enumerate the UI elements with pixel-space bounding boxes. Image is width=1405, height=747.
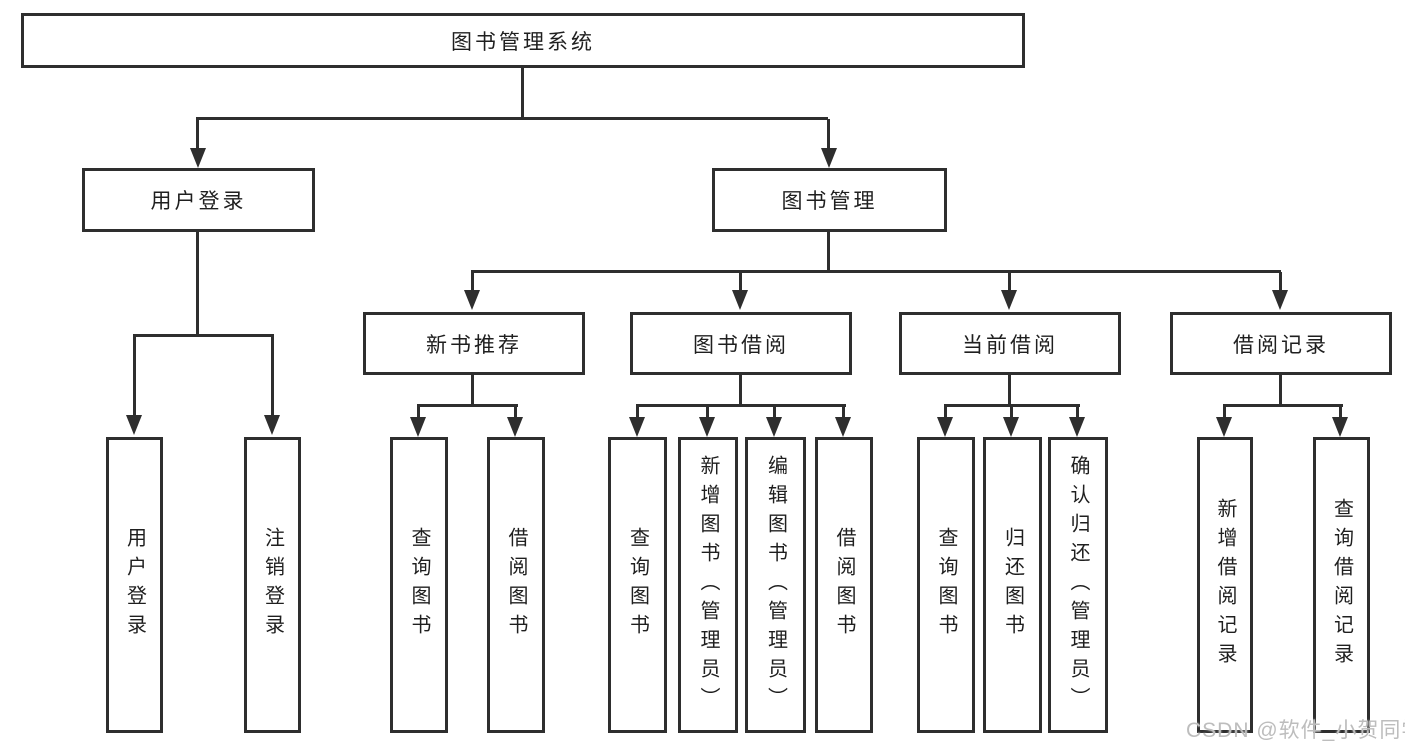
node-library-management-system: 图书管理系统 <box>21 13 1025 68</box>
node-new-book-recommend-label: 新书推荐 <box>426 333 522 357</box>
leaf-return-book-label: 归还图书 <box>1001 527 1024 643</box>
connector-borrow-records-trunk <box>1279 375 1282 406</box>
arrow-down-icon <box>507 417 523 437</box>
node-book-borrow: 图书借阅 <box>630 312 852 375</box>
connector-current-borrow-trunk <box>1008 375 1011 406</box>
connector-to-user-login <box>196 119 199 151</box>
leaf-borrow-books-recommend-label: 借阅图书 <box>505 527 527 643</box>
node-borrow-records: 借阅记录 <box>1170 312 1392 375</box>
arrow-down-icon <box>1003 417 1019 437</box>
leaf-query-books-borrow-label: 查询图书 <box>626 527 649 643</box>
leaf-query-borrow-record-label: 查询借阅记录 <box>1330 498 1353 672</box>
leaf-add-book-admin-label: 新增图书（管理员） <box>697 454 719 716</box>
connector-leaf-stub <box>1339 406 1342 420</box>
node-user-login-label: 用户登录 <box>150 190 247 213</box>
leaf-confirm-return-admin-label: 确认归还（管理员） <box>1067 454 1089 716</box>
connector-root-trunk <box>521 68 524 120</box>
leaf-borrow-books: 借阅图书 <box>815 437 873 733</box>
connector-to-new-book-recommend <box>471 272 474 292</box>
arrow-down-icon <box>699 417 715 437</box>
leaf-edit-book-admin: 编辑图书（管理员） <box>745 437 806 733</box>
connector-book-management-crossbar <box>471 270 1281 273</box>
arrow-down-icon <box>1001 290 1017 310</box>
node-book-management: 图书管理 <box>712 168 947 232</box>
arrow-down-icon <box>126 415 142 435</box>
connector-to-logout-leaf <box>271 336 274 416</box>
connector-leaf-stub <box>417 406 420 420</box>
connector-user-login-trunk <box>196 232 199 337</box>
arrow-down-icon <box>629 417 645 437</box>
leaf-add-borrow-record: 新增借阅记录 <box>1197 437 1253 733</box>
node-book-borrow-label: 图书借阅 <box>693 333 789 357</box>
leaf-logout: 注销登录 <box>244 437 301 733</box>
leaf-user-login: 用户登录 <box>106 437 163 733</box>
arrow-down-icon <box>937 417 953 437</box>
leaf-query-books-recommend-label: 查询图书 <box>408 527 430 643</box>
node-library-management-system-label: 图书管理系统 <box>451 30 595 54</box>
csdn-watermark: CSDN @软件_小贺同学 <box>1186 719 1405 742</box>
node-current-borrow-label: 当前借阅 <box>962 333 1058 357</box>
arrow-down-icon <box>732 290 748 310</box>
connector-leaf-stub <box>1223 406 1226 420</box>
arrow-down-icon <box>264 415 280 435</box>
connector-leaf-stub <box>514 406 517 420</box>
arrow-down-icon <box>1216 417 1232 437</box>
connector-current-borrow-crossbar <box>944 404 1080 407</box>
leaf-query-books-recommend: 查询图书 <box>390 437 448 733</box>
arrow-down-icon <box>835 417 851 437</box>
leaf-user-login-label: 用户登录 <box>123 527 146 643</box>
arrow-down-icon <box>821 148 837 168</box>
connector-leaf-stub <box>1010 406 1013 420</box>
arrow-down-icon <box>410 417 426 437</box>
connector-leaf-stub <box>706 406 709 420</box>
connector-to-login-leaf <box>133 336 136 416</box>
connector-root-crossbar <box>196 117 828 120</box>
node-user-login: 用户登录 <box>82 168 315 232</box>
connector-to-current-borrow <box>1008 272 1011 292</box>
connector-leaf-stub <box>636 406 639 420</box>
leaf-return-book: 归还图书 <box>983 437 1042 733</box>
leaf-query-books-current-label: 查询图书 <box>935 527 957 643</box>
connector-to-book-borrow <box>739 272 742 292</box>
connector-leaf-stub <box>944 406 947 420</box>
leaf-query-books-current: 查询图书 <box>917 437 975 733</box>
leaf-borrow-books-recommend: 借阅图书 <box>487 437 545 733</box>
arrow-down-icon <box>1069 417 1085 437</box>
leaf-edit-book-admin-label: 编辑图书（管理员） <box>764 454 787 716</box>
connector-new-book-recommend-trunk <box>471 375 474 406</box>
connector-book-borrow-crossbar <box>636 404 846 407</box>
arrow-down-icon <box>1272 290 1288 310</box>
connector-leaf-stub <box>1076 406 1079 420</box>
node-book-management-label: 图书管理 <box>781 190 878 213</box>
connector-to-book-management <box>827 119 830 151</box>
connector-user-login-crossbar <box>133 334 274 337</box>
node-current-borrow: 当前借阅 <box>899 312 1121 375</box>
node-new-book-recommend: 新书推荐 <box>363 312 585 375</box>
leaf-add-book-admin: 新增图书（管理员） <box>678 437 738 733</box>
arrow-down-icon <box>464 290 480 310</box>
connector-leaf-stub <box>773 406 776 420</box>
connector-new-book-recommend-crossbar <box>417 404 518 407</box>
arrow-down-icon <box>1332 417 1348 437</box>
leaf-borrow-books-label: 借阅图书 <box>833 527 855 643</box>
leaf-query-borrow-record: 查询借阅记录 <box>1313 437 1370 733</box>
leaf-logout-label: 注销登录 <box>261 527 284 643</box>
connector-book-borrow-trunk <box>739 375 742 406</box>
arrow-down-icon <box>766 417 782 437</box>
leaf-add-borrow-record-label: 新增借阅记录 <box>1214 498 1236 672</box>
leaf-confirm-return-admin: 确认归还（管理员） <box>1048 437 1108 733</box>
connector-to-borrow-records <box>1279 272 1282 292</box>
connector-book-management-trunk <box>827 232 830 272</box>
node-borrow-records-label: 借阅记录 <box>1233 333 1329 357</box>
connector-leaf-stub <box>842 406 845 420</box>
leaf-query-books-borrow: 查询图书 <box>608 437 667 733</box>
connector-borrow-records-crossbar <box>1223 404 1343 407</box>
arrow-down-icon <box>190 148 206 168</box>
